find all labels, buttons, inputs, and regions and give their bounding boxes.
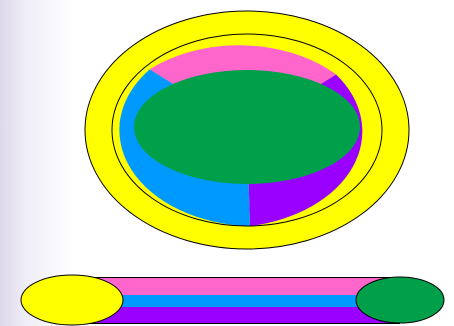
cylinder-purple-band [72,307,400,323]
cylinder-left-yellow-cap [21,275,123,325]
cylinder-diagram [21,275,444,325]
center-green-ellipse [134,70,360,184]
ring-diagram [85,11,409,249]
cylinder-right-green-cap [356,277,444,323]
